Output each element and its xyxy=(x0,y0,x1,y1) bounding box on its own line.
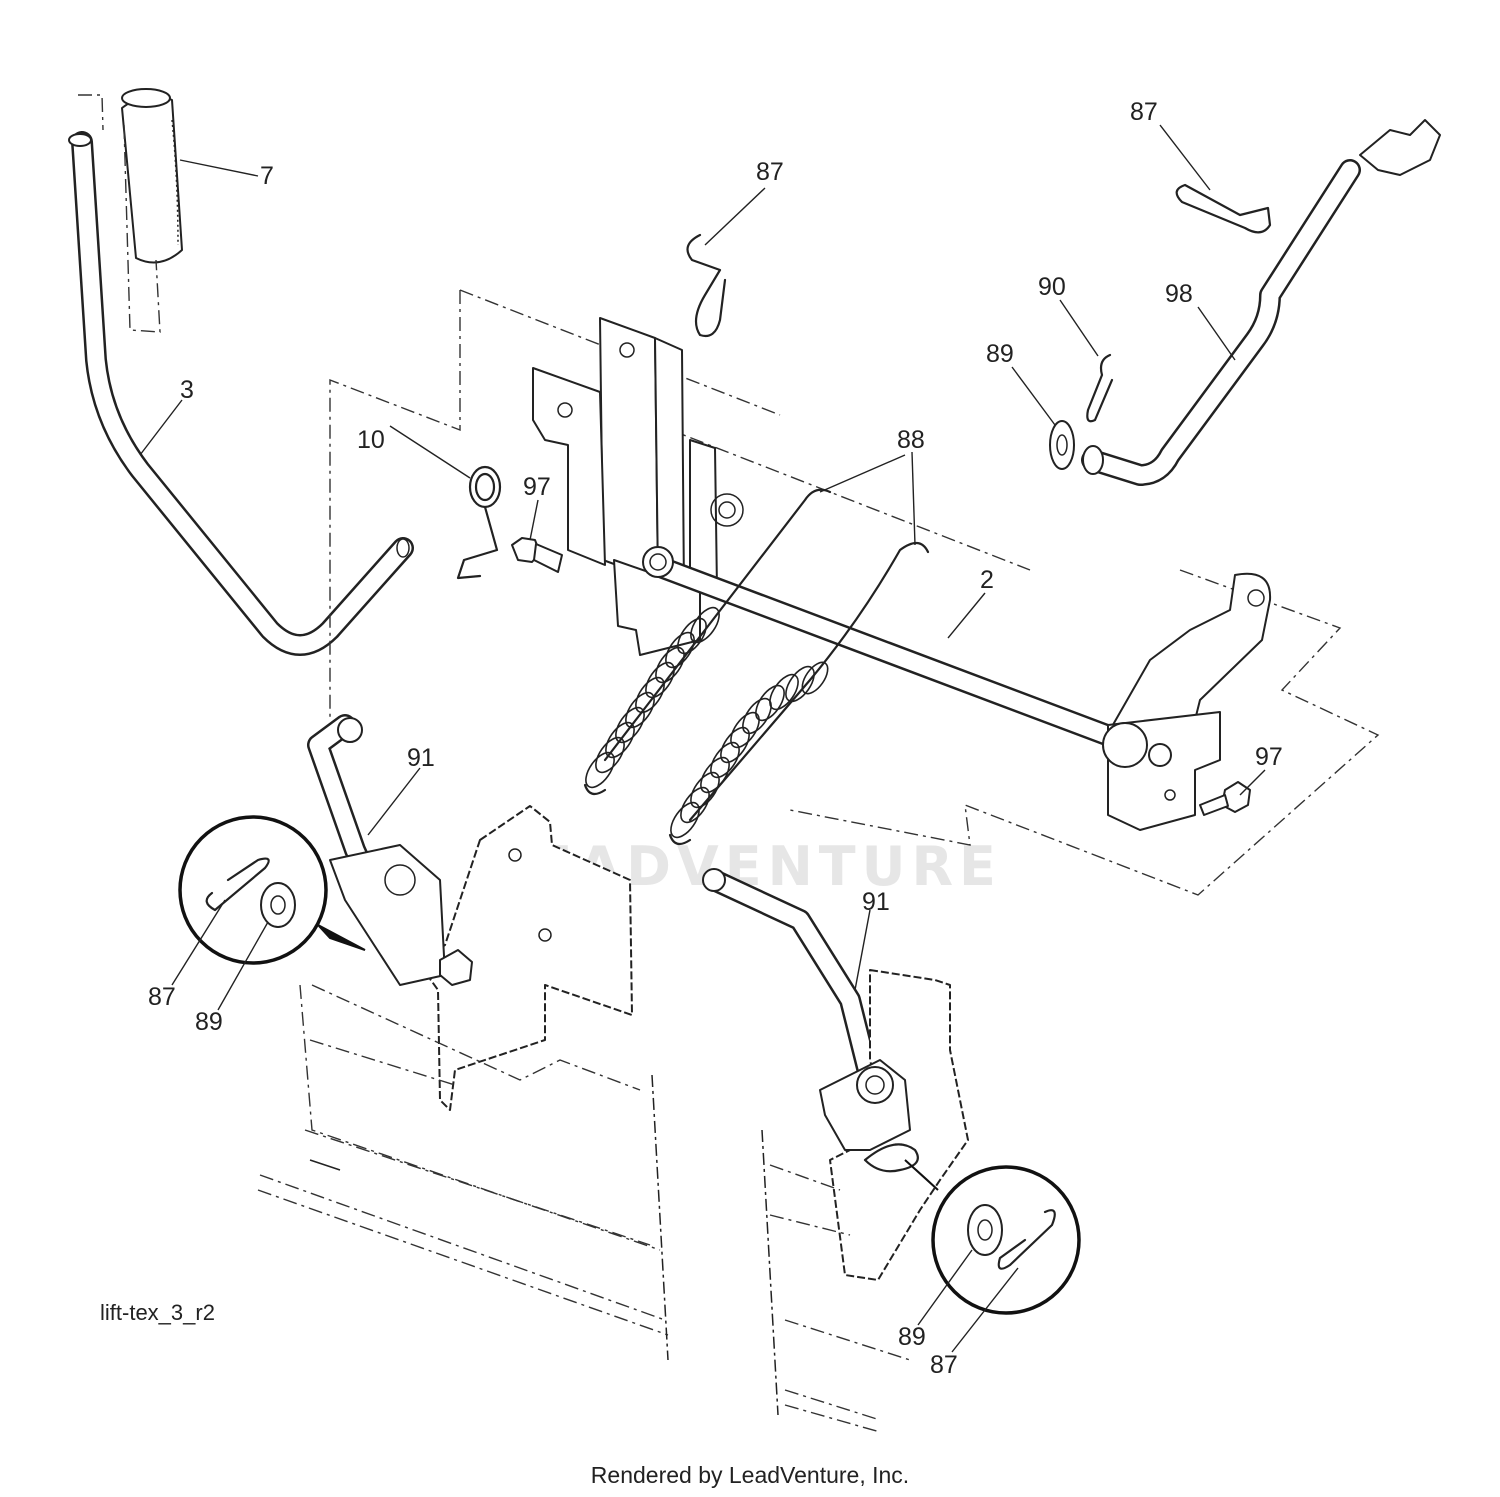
callout-97-right: 97 xyxy=(1255,743,1283,771)
callout-2: 2 xyxy=(980,566,994,594)
callout-3: 3 xyxy=(180,376,194,404)
callout-7: 7 xyxy=(260,162,274,190)
callout-90: 90 xyxy=(1038,273,1066,301)
bolt-part-97-right[interactable] xyxy=(1199,781,1251,816)
rod-part-98[interactable] xyxy=(1081,119,1441,486)
callout-89-left: 89 xyxy=(195,1008,223,1036)
detail-circle-left xyxy=(178,815,366,965)
link-rod-part-91-right[interactable] xyxy=(702,868,881,1091)
grip-part-7[interactable] xyxy=(121,88,183,333)
extension-spring-part-88-right[interactable] xyxy=(665,541,930,846)
hairpin-clip-part-87-top[interactable] xyxy=(686,233,727,338)
callout-97-left: 97 xyxy=(523,473,551,501)
callout-91-right: 91 xyxy=(862,888,890,916)
right-deck xyxy=(761,1129,911,1433)
callout-87-left: 87 xyxy=(148,983,176,1011)
center-bracket[interactable] xyxy=(532,317,744,656)
callout-91-left: 91 xyxy=(407,744,435,772)
detail-circle-right xyxy=(904,1159,1081,1315)
link-rod-part-91-left[interactable] xyxy=(307,714,376,883)
callout-87-top-right: 87 xyxy=(1130,98,1158,126)
callout-87-right: 87 xyxy=(930,1351,958,1379)
callout-10: 10 xyxy=(357,426,385,454)
reference-code: lift-tex_3_r2 xyxy=(100,1300,215,1325)
callout-89-top: 89 xyxy=(986,340,1014,368)
callout-87-top: 87 xyxy=(756,158,784,186)
torsion-spring-part-10[interactable] xyxy=(456,465,502,580)
bolt-part-97-left[interactable] xyxy=(511,537,563,573)
extension-spring-part-88-left[interactable] xyxy=(580,488,832,796)
clip-part-90[interactable] xyxy=(1086,353,1114,423)
left-mount-plate[interactable] xyxy=(329,805,633,1111)
rock-shaft-part-2[interactable] xyxy=(642,546,1131,751)
right-lift-arm[interactable] xyxy=(1102,572,1272,831)
leader-lines xyxy=(139,124,1266,1353)
lift-handle-part-3[interactable] xyxy=(68,94,414,656)
left-deck xyxy=(257,984,669,1361)
hairpin-clip-part-87-top-right[interactable] xyxy=(1175,183,1272,234)
callout-98: 98 xyxy=(1165,280,1193,308)
right-mount-plate[interactable] xyxy=(819,969,969,1281)
washer-part-89-top[interactable] xyxy=(1049,420,1075,470)
callout-88: 88 xyxy=(897,426,925,454)
callout-89-right: 89 xyxy=(898,1323,926,1351)
footer-credit: Rendered by LeadVenture, Inc. xyxy=(591,1462,909,1488)
